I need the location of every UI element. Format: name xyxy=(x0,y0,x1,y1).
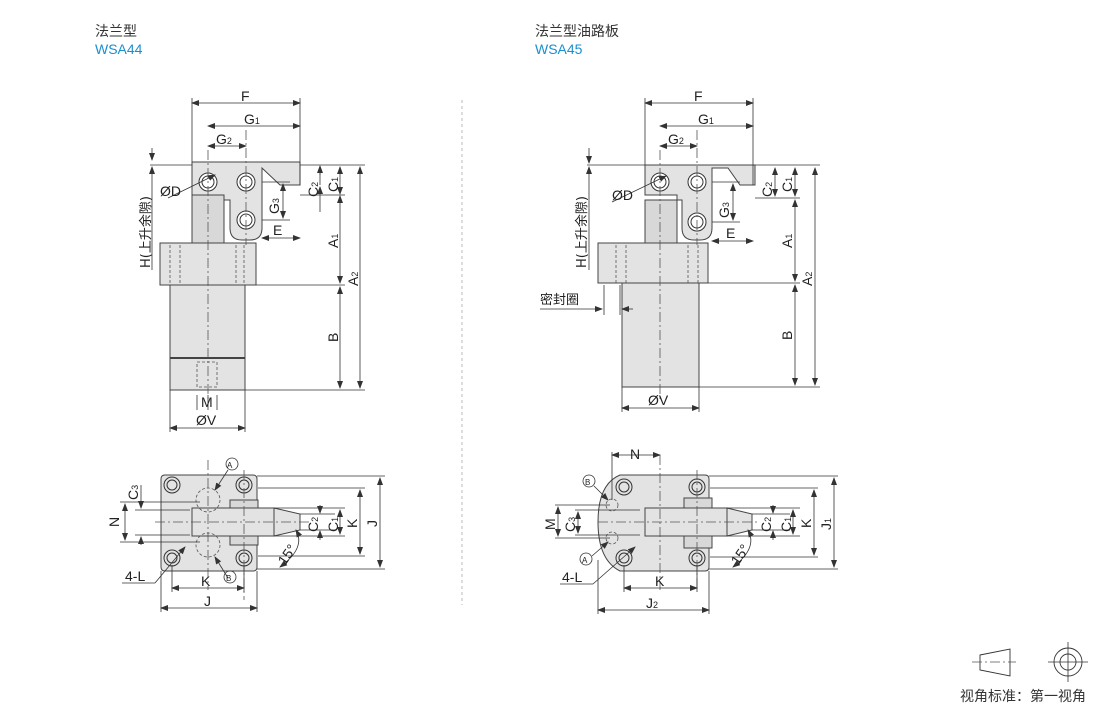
wsa44-port-b: B xyxy=(226,574,231,583)
wsa44-top-view: A B N C3 C2 C1 K J 15° 4-L K J xyxy=(106,457,385,612)
wsa45-port-a: A xyxy=(582,556,588,565)
wsa45-dim-V: ØV xyxy=(648,392,669,408)
wsa45-piston-rod xyxy=(644,199,678,244)
wsa45-top-dim-K: K xyxy=(798,518,814,528)
wsa44-angle: 15° xyxy=(274,541,299,568)
wsa44-dim-C1: C1 xyxy=(325,177,341,192)
wsa45-top-dim-C1: C1 xyxy=(778,517,794,532)
wsa45-dim-A1: A1 xyxy=(779,234,795,248)
wsa44-top-dim-K: K xyxy=(344,518,360,528)
wsa44-dim-C2: C2 xyxy=(305,182,321,197)
wsa44-front-view: F G1 G2 ØD E G3 C2 C1 A1 A2 B H(上升余隙) M … xyxy=(138,88,365,432)
right-model-code: WSA45 xyxy=(535,41,583,57)
wsa45-dim-C1: C1 xyxy=(779,177,795,192)
wsa44-dim-A2: A2 xyxy=(345,272,361,286)
wsa44-dim-V: ØV xyxy=(196,412,217,428)
left-model-code: WSA44 xyxy=(95,41,143,57)
wsa44-dim-B: B xyxy=(325,333,341,342)
wsa44-dim-K: K xyxy=(201,573,211,589)
wsa44-dim-F: F xyxy=(241,88,250,104)
wsa44-port-a: A xyxy=(227,461,233,470)
wsa44-dim-M: M xyxy=(201,394,213,410)
wsa45-dim-L: 4-L xyxy=(562,569,582,585)
wsa45-dim-J2: J2 xyxy=(646,595,658,611)
wsa45-dim-C2: C2 xyxy=(759,182,775,197)
wsa44-dim-G2: G2 xyxy=(216,131,232,147)
wsa45-front-view: F G1 G2 ØD E G3 C2 C1 A1 A2 B H(上升余隙) 密封… xyxy=(540,88,820,412)
projection-standard-label: 视角标准：第一视角 xyxy=(960,689,1086,705)
wsa44-dim-N: N xyxy=(106,517,122,527)
wsa45-seal-label: 密封圈 xyxy=(540,292,579,308)
wsa44-top-dim-C1: C1 xyxy=(325,517,341,532)
right-model-title: 法兰型油路板 WSA45 xyxy=(535,24,619,58)
wsa45-dim-E: E xyxy=(726,225,735,241)
wsa45-top-dim-C2: C2 xyxy=(758,517,774,532)
left-model-type: 法兰型 xyxy=(95,24,137,40)
first-angle-projection-icon xyxy=(972,642,1088,682)
wsa45-dim-D: ØD xyxy=(612,187,633,203)
wsa45-dim-F: F xyxy=(694,88,703,104)
wsa45-dim-C3: C3 xyxy=(562,517,578,532)
wsa44-dim-L: 4-L xyxy=(125,568,145,584)
wsa44-dim-E: E xyxy=(273,222,282,238)
wsa44-dim-G3: G3 xyxy=(266,198,282,214)
wsa44-top-dim-J: J xyxy=(364,520,380,527)
wsa45-port-b: B xyxy=(585,478,590,487)
left-model-title: 法兰型 WSA44 xyxy=(95,24,142,58)
right-model-type: 法兰型油路板 xyxy=(535,24,619,40)
wsa44-dim-A1: A1 xyxy=(325,234,341,248)
wsa45-dim-A2: A2 xyxy=(799,272,815,286)
wsa45-angle: 15° xyxy=(727,541,752,568)
wsa44-cylinder-body xyxy=(169,284,246,391)
wsa44-dim-C3: C3 xyxy=(125,485,141,500)
wsa45-dim-H: H(上升余隙) xyxy=(574,196,590,268)
wsa45-dim-N: N xyxy=(630,446,640,462)
wsa45-dim-B: B xyxy=(779,331,795,340)
wsa45-top-view: B A N M C3 C2 C1 K J1 15° 4-L K J2 xyxy=(542,446,838,614)
wsa45-dim-G3: G3 xyxy=(716,202,732,218)
wsa45-dim-J1: J1 xyxy=(818,518,834,530)
wsa45-dim-G1: G1 xyxy=(698,111,714,127)
wsa45-cylinder-body xyxy=(621,282,700,388)
wsa44-top-dim-C2: C2 xyxy=(305,517,321,532)
wsa44-dim-H: H(上升余隙) xyxy=(138,196,154,268)
wsa44-dim-J: J xyxy=(204,593,211,609)
wsa44-dim-G1: G1 xyxy=(244,111,260,127)
wsa45-dim-M: M xyxy=(542,518,558,530)
wsa45-clamp-arm xyxy=(644,164,756,241)
wsa45-flange xyxy=(597,242,709,284)
wsa45-dim-K: K xyxy=(655,573,665,589)
wsa45-dim-G2: G2 xyxy=(668,131,684,147)
wsa44-dim-D: ØD xyxy=(160,183,181,199)
